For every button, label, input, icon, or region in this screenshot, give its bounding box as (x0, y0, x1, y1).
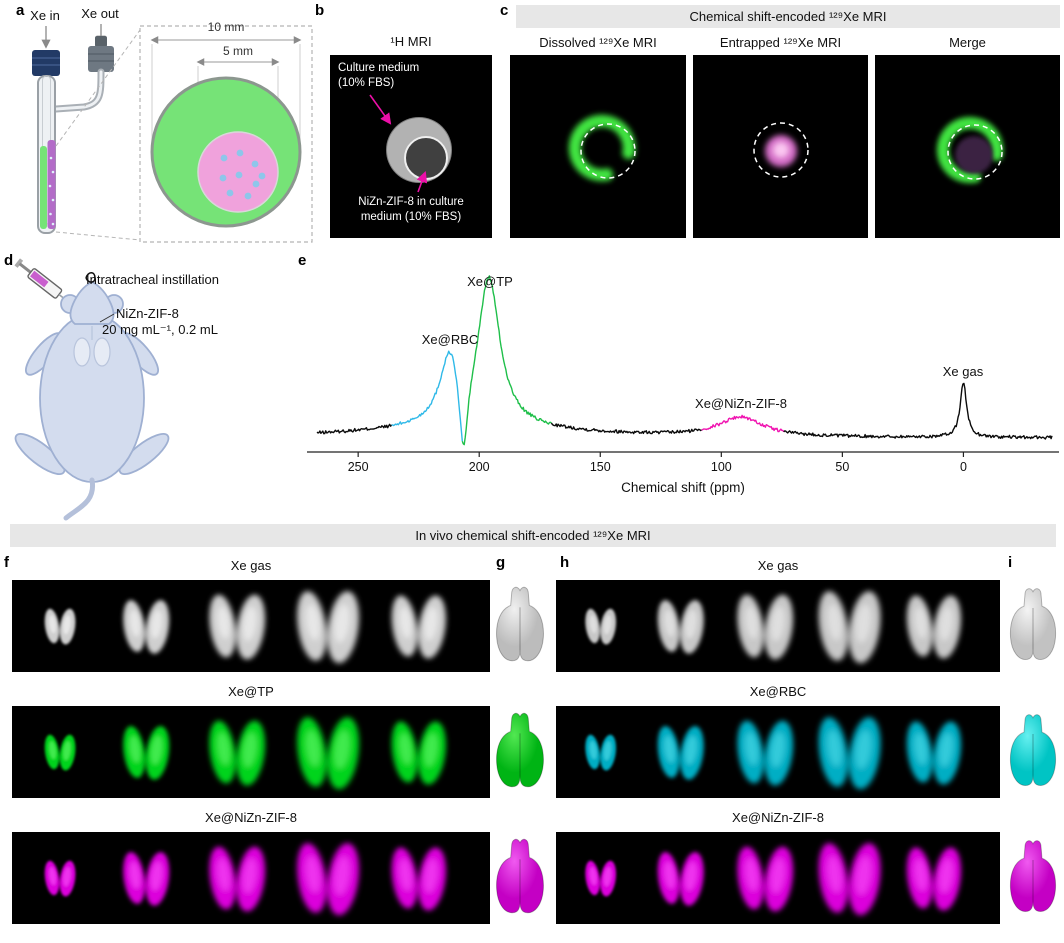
instillation-label: Intratracheal instillation (86, 272, 219, 287)
outer-diameter-label: 10 mm (207, 20, 245, 34)
mouse-schematic (14, 258, 170, 521)
spectrum-plot: 250 200 150 100 50 0 (307, 275, 1059, 474)
dissolved-xe-ring (566, 112, 638, 184)
merge-title: Merge (949, 35, 986, 50)
g-render-xe-nizn-zif-8 (496, 838, 544, 914)
merge-ring-and-core (935, 115, 1005, 185)
h-strip-xe-nizn-zif-8 (556, 832, 1000, 924)
i-render-xe-gas (1009, 588, 1057, 660)
f-row2-title: Xe@TP (228, 684, 274, 699)
entrapped-image (693, 55, 868, 238)
mouse-tail (63, 477, 96, 521)
i-render-xe-nizn-zif-8 (1009, 840, 1057, 912)
g-render-xe-tp (496, 712, 544, 788)
peak-label-xe-rbc: Xe@RBC (421, 332, 479, 347)
f-strip-xe-gas (12, 580, 490, 672)
svg-text:50: 50 (835, 460, 849, 474)
f-strip-xe-nizn-zif-8 (12, 832, 490, 924)
h-row2-title: Xe@RBC (749, 684, 807, 699)
zif-suspension-label: NiZn-ZIF-8 in culture medium (10% FBS) (358, 196, 464, 223)
panel-label-b: b (315, 2, 325, 19)
spectrum-panel: 250 200 150 100 50 0 Xe@RBC Xe@TP Xe@NiZn-ZIF… (305, 262, 1061, 514)
entrapped-xe-blob (753, 122, 809, 178)
annotation-arrows (369, 94, 428, 193)
trachea-squiggle (85, 271, 96, 283)
entrapped-title: Entrapped ¹²⁹Xe MRI (719, 35, 842, 50)
h1-mri-title: ¹H MRI (390, 34, 432, 49)
panel-label-g: g (496, 554, 506, 571)
svg-text:150: 150 (590, 460, 611, 474)
invivo-header: In vivo chemical shift-encoded ¹²⁹Xe MRI (10, 524, 1056, 547)
panel-label-h: h (560, 554, 570, 571)
f-strip-xe-tp (12, 706, 490, 798)
mouse-body (14, 280, 170, 483)
h-row3-title: Xe@NiZn-ZIF-8 (732, 810, 824, 825)
mouse-lungs (73, 326, 111, 367)
panel-label-f: f (4, 554, 9, 571)
f-row1-title: Xe gas (230, 558, 272, 573)
xe-out-label: Xe out (81, 6, 119, 21)
xe-in-label: Xe in (30, 8, 60, 23)
f-row3-title: Xe@NiZn-ZIF-8 (205, 810, 297, 825)
panel-label-c: c (500, 2, 509, 19)
dissolved-title: Dissolved ¹²⁹Xe MRI (539, 35, 657, 50)
svg-text:0: 0 (960, 460, 967, 474)
peak-label-xe-tp: Xe@TP (467, 274, 513, 289)
svg-text:100: 100 (711, 460, 732, 474)
merge-image (875, 55, 1060, 238)
dissolved-image (510, 55, 686, 238)
h-strip-xe-gas (556, 580, 1000, 672)
panel-label-e: e (298, 252, 307, 269)
h-row1-title: Xe gas (757, 558, 799, 573)
svg-text:250: 250 (348, 460, 369, 474)
h-strip-xe-rbc (556, 706, 1000, 798)
x-axis-label: Chemical shift (ppm) (621, 480, 745, 495)
i-render-xe-rbc (1009, 714, 1057, 786)
panel-c-header: Chemical shift-encoded ¹²⁹Xe MRI (516, 5, 1060, 28)
h1-mri-image: Culture medium (10% FBS) NiZn-ZIF-8 in c… (330, 55, 492, 238)
culture-medium-label: Culture medium (10% FBS) (338, 62, 420, 89)
peak-label-xe-gas: Xe gas (942, 364, 984, 379)
agent-name-label: NiZn-ZIF-8 (116, 306, 179, 321)
panel-label-a: a (16, 2, 25, 19)
panel-label-i: i (1008, 554, 1013, 571)
svg-text:200: 200 (469, 460, 490, 474)
agent-leader-line (99, 313, 115, 323)
tube-schematic (32, 24, 313, 243)
inner-diameter-label: 5 mm (223, 44, 253, 58)
agent-dose-label: 20 mg mL⁻¹, 0.2 mL (102, 322, 218, 337)
peak-label-xe-nizn-zif-8: Xe@NiZn-ZIF-8 (695, 396, 787, 411)
panel-label-d: d (4, 252, 14, 269)
g-render-xe-gas (496, 586, 544, 662)
